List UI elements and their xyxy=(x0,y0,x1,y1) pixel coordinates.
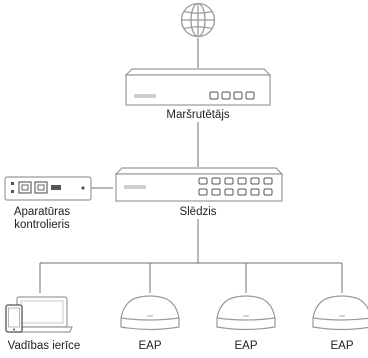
eap-label: EAP xyxy=(330,340,354,352)
switch-logo xyxy=(124,185,146,189)
controller-label-line2: kontrolieris xyxy=(14,219,70,231)
router-icon xyxy=(124,68,272,106)
eap-icon xyxy=(312,295,368,331)
router-logo xyxy=(134,94,156,98)
management-device-label: Vadības ierīce xyxy=(7,340,81,352)
hardware-controller-icon xyxy=(4,176,92,201)
controller-label-line1: Aparatūras xyxy=(13,206,71,218)
laptop-phone-icon xyxy=(5,296,73,333)
eap-icon xyxy=(216,295,276,331)
switch-icon xyxy=(114,167,284,202)
eap-label: EAP xyxy=(138,340,162,352)
eap-icon xyxy=(120,295,180,331)
connection-lines xyxy=(39,38,343,293)
globe-icon xyxy=(180,2,216,38)
switch-label: Slēdzis xyxy=(179,206,217,218)
eap-label: EAP xyxy=(234,340,258,352)
router-label: Maršrutētājs xyxy=(166,109,230,121)
